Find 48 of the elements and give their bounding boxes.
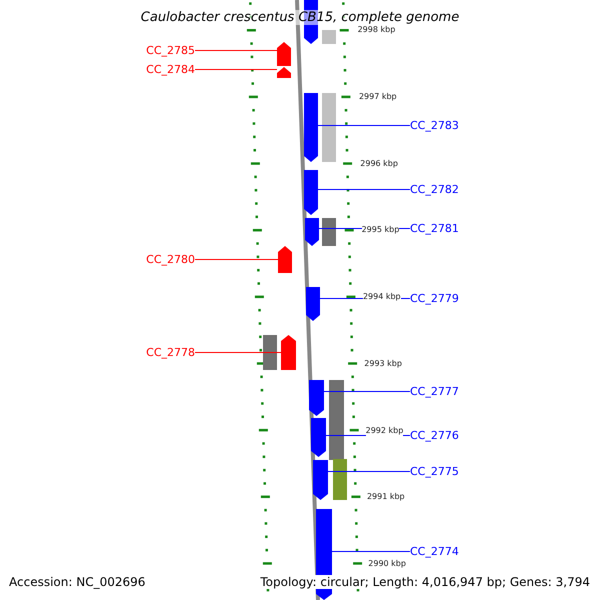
scale-label: 2993 kbp <box>364 359 402 369</box>
leader-line <box>328 471 410 472</box>
leader-line <box>324 391 410 392</box>
gene-feature <box>329 380 344 460</box>
gene-feature <box>304 93 318 162</box>
scale-label: 2992 kbp <box>366 426 404 436</box>
scale-label: 2998 kbp <box>358 25 396 35</box>
title: Caulobacter crescentus CB15, complete genome <box>140 10 460 25</box>
gene-feature <box>322 93 336 162</box>
gene-label: CC_2784 <box>146 63 195 76</box>
scale-label: 2997 kbp <box>358 92 397 102</box>
gene-label: CC_2779 <box>410 292 459 305</box>
gene-label: CC_2775 <box>410 465 459 478</box>
gene-feature <box>309 380 324 416</box>
gene-feature <box>333 459 347 500</box>
gene-label: CC_2782 <box>410 183 459 196</box>
scale-label: 2994 kbp <box>362 292 401 302</box>
scale-label: 2991 kbp <box>366 492 405 502</box>
gene-feature <box>306 287 320 321</box>
scale-label: 2990 kbp <box>368 559 406 569</box>
gene-feature <box>305 218 319 246</box>
leader-line <box>194 69 278 70</box>
gene-feature <box>278 246 292 273</box>
leader-line <box>318 189 410 190</box>
gene-feature <box>281 335 296 370</box>
leader-line <box>194 352 282 353</box>
gene-label: CC_2785 <box>146 44 195 57</box>
leader-line <box>318 125 410 126</box>
gene-feature <box>311 418 326 457</box>
scale-label: 2995 kbp <box>362 225 400 235</box>
gene-feature <box>313 460 328 500</box>
gene-feature <box>263 335 277 370</box>
gene-label: CC_2780 <box>146 253 195 266</box>
gene-feature <box>322 218 336 246</box>
gene-label: CC_2781 <box>410 222 459 235</box>
leader-line <box>194 259 278 260</box>
gene-feature <box>322 30 336 44</box>
leader-line <box>332 551 410 552</box>
accession-text: Accession: NC_002696 <box>9 575 146 589</box>
gene-label: CC_2778 <box>146 346 195 359</box>
scale-label: 2996 kbp <box>360 159 398 169</box>
leader-line <box>194 50 278 51</box>
gene-feature <box>304 170 318 215</box>
gene-label: CC_2783 <box>410 119 459 132</box>
gene-label: CC_2776 <box>410 429 459 442</box>
gene-label: CC_2774 <box>410 545 459 558</box>
gene-label: CC_2777 <box>410 385 459 398</box>
genome-info-text: Topology: circular; Length: 4,016,947 bp; Genes: 3,794 <box>260 575 590 589</box>
